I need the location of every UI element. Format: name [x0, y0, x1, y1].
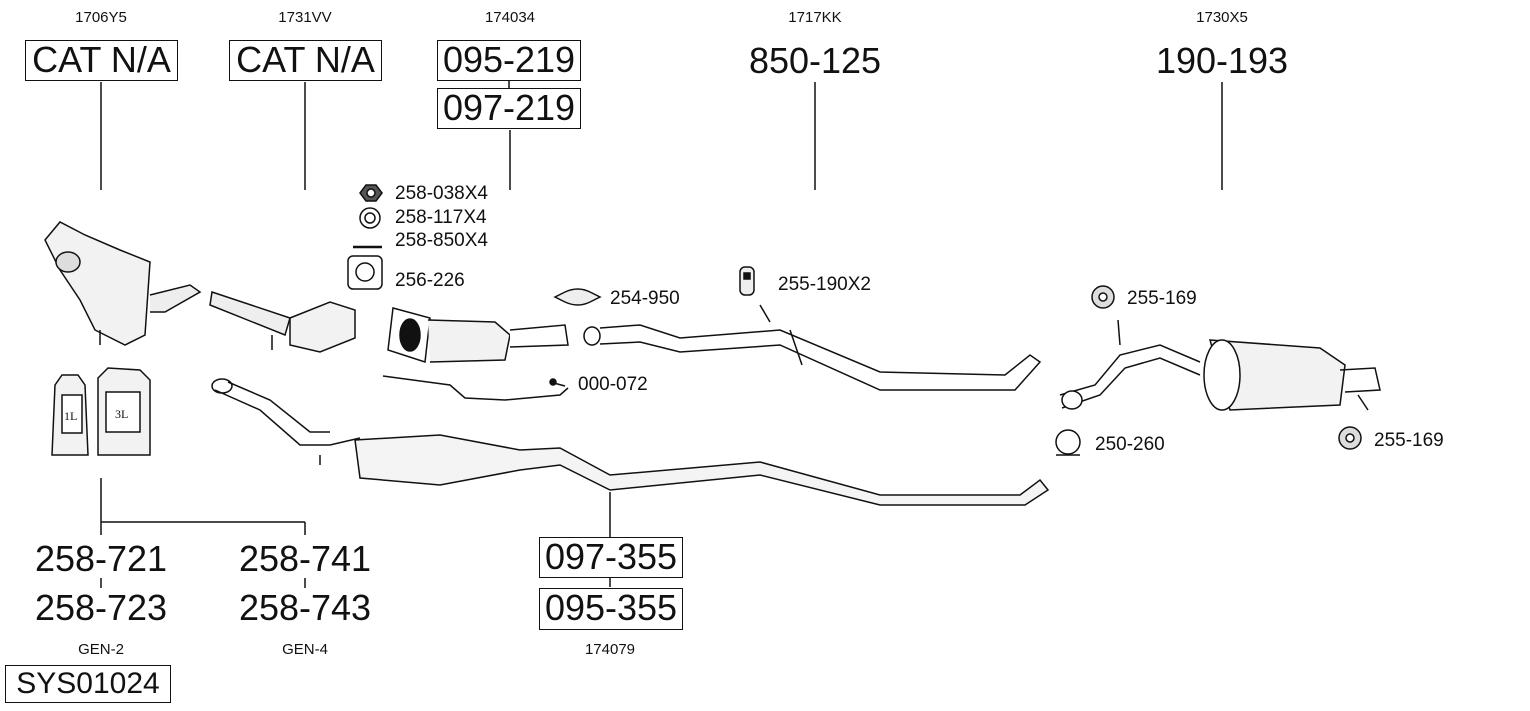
hanger-rear-icon	[1091, 285, 1115, 309]
part-box-097-355[interactable]: 097-355	[539, 537, 683, 578]
nut-icon	[359, 184, 383, 202]
leader-lines	[100, 80, 1223, 588]
part-258-741[interactable]: 258-741	[238, 538, 372, 579]
part-258-721[interactable]: 258-721	[34, 538, 168, 579]
gen-2-label: GEN-2	[78, 641, 124, 658]
part-258-723[interactable]: 258-723	[34, 587, 168, 628]
part-850-125[interactable]: 850-125	[748, 40, 882, 81]
fitting-clamp[interactable]: 254-950	[610, 288, 680, 309]
canister-3l-icon	[97, 367, 151, 456]
group-code-1731VV: 1731VV	[278, 9, 332, 26]
group-code-1730X5: 1730X5	[1196, 9, 1248, 26]
clamp-rear-icon	[1055, 429, 1081, 456]
part-190-193[interactable]: 190-193	[1155, 40, 1289, 81]
fitting-bolt[interactable]: 258-850X4	[395, 230, 488, 251]
fitting-clamp-rear[interactable]: 250-260	[1095, 434, 1165, 455]
clamp-icon	[553, 288, 602, 306]
fitting-hanger-front[interactable]: 255-190X2	[778, 274, 871, 295]
fitting-nut[interactable]: 258-038X4	[395, 183, 488, 204]
bottle-1l-label: 1L	[64, 409, 78, 423]
fitting-sensor[interactable]: 000-072	[578, 374, 648, 395]
pipe-1717KK	[583, 304, 1042, 391]
fitting-gasket[interactable]: 256-226	[395, 270, 465, 291]
gen-4-label: GEN-4	[282, 641, 328, 658]
part-box-097-219[interactable]: 097-219	[437, 88, 581, 129]
catalyst-174034	[382, 307, 569, 401]
fitting-hanger-rear-1[interactable]: 255-169	[1127, 288, 1197, 309]
canister-3l-label: 3L	[115, 407, 129, 421]
bottle-1l-icon	[51, 374, 89, 456]
group-code-1717KK: 1717KK	[788, 9, 842, 26]
pipe-097-355	[211, 378, 1050, 506]
ring-icon	[359, 207, 381, 229]
part-box-095-219[interactable]: 095-219	[437, 40, 581, 81]
gasket-icon	[347, 255, 383, 290]
system-id: SYS01024	[5, 665, 171, 703]
hanger-icon	[739, 266, 755, 296]
sensor-icon	[549, 378, 566, 387]
hanger-rear-icon-2	[1338, 426, 1362, 450]
group-code-174034: 174034	[484, 9, 536, 26]
catalyst-1706Y5	[44, 221, 202, 346]
group-code-1706Y5: 1706Y5	[75, 9, 127, 26]
part-box-cat-1[interactable]: CAT N/A	[25, 40, 178, 81]
fitting-ring[interactable]: 258-117X4	[395, 207, 487, 228]
catalyst-1731VV	[209, 291, 356, 353]
part-258-743[interactable]: 258-743	[238, 587, 372, 628]
silencer-1730X5	[1059, 319, 1381, 411]
part-box-095-355[interactable]: 095-355	[539, 588, 683, 630]
group-code-174079: 174079	[584, 641, 636, 658]
fitting-hanger-rear-2[interactable]: 255-169	[1374, 430, 1444, 451]
part-box-cat-2[interactable]: CAT N/A	[229, 40, 382, 81]
